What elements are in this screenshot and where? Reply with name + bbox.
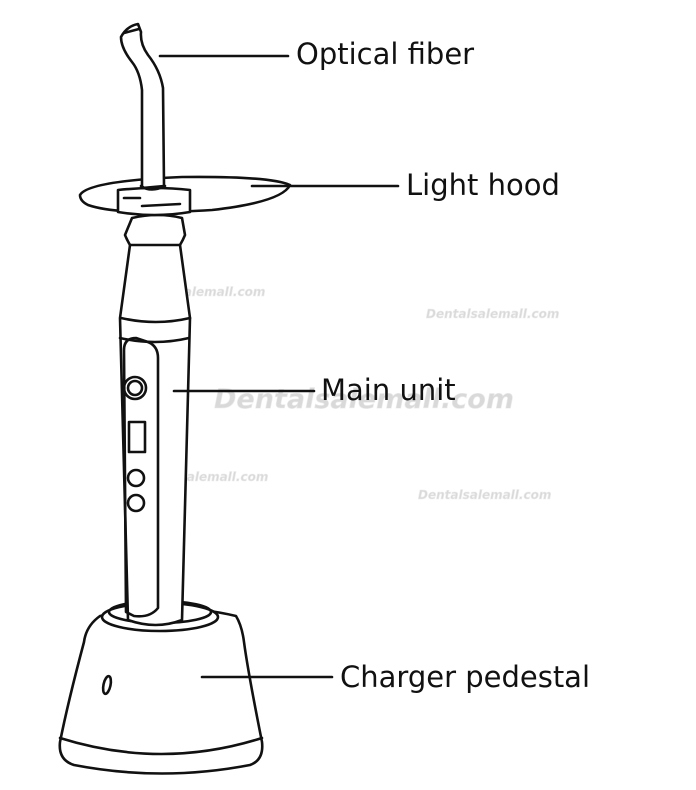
charger-pedestal — [58, 599, 264, 775]
main-unit-handle — [118, 213, 192, 627]
light-hood-label: Light hood — [406, 168, 560, 202]
main-unit-label: Main unit — [321, 373, 456, 407]
optical-fiber-label: Optical fiber — [296, 37, 474, 71]
charger-pedestal-label: Charger pedestal — [340, 660, 590, 694]
watermark-3: Dentalsalemall.com — [214, 384, 514, 415]
watermark-2: Dentalsalemall.com — [426, 307, 559, 321]
optical-fiber — [119, 22, 167, 191]
watermark-5: Dentalsalemall.com — [418, 488, 551, 502]
light-hood — [78, 175, 292, 217]
